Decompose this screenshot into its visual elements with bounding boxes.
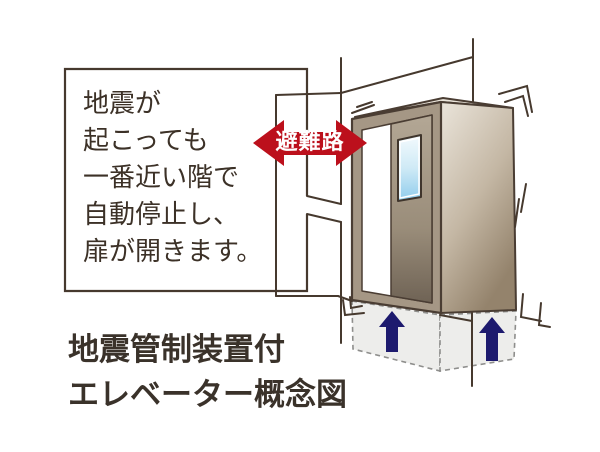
wall-break-lower — [306, 213, 342, 223]
shake-mark-top-left-inner — [356, 101, 373, 108]
shake-mark-bottom-right-inner — [537, 302, 551, 328]
shake-mark-top-right-inner — [504, 94, 529, 117]
shake-mark-right-inner — [514, 198, 520, 228]
ghost-side-face — [439, 310, 517, 372]
jamb-top-line — [275, 92, 342, 96]
up-arrow-icon-right — [479, 317, 505, 361]
elevator-car — [350, 97, 517, 315]
info-box-border — [63, 67, 309, 293]
shake-marks — [342, 84, 551, 328]
door-window — [397, 134, 422, 202]
door-window-inner-frame — [399, 137, 420, 199]
evacuation-route-label: 避難路 — [275, 130, 345, 155]
info-box-line: 地震が — [83, 89, 162, 119]
evacuation-route-arrow — [253, 120, 367, 166]
info-box-text: 地震が 起こっても 一番近い階で 自動停止し、 扉が開きます。 — [83, 86, 298, 271]
shake-mark-bottom-left-outer — [342, 299, 365, 317]
info-box-line: 扉が開きます。 — [83, 237, 263, 267]
wall-top-diagonal — [340, 56, 474, 94]
caption-line-1: 地震管制装置付 — [68, 332, 285, 368]
shake-mark-top-right-outer — [498, 84, 533, 113]
shake-mark-right-outer — [520, 183, 527, 213]
up-arrows — [379, 311, 505, 361]
floor-edge-right — [439, 314, 473, 322]
shake-mark-bottom-right-outer — [519, 293, 542, 322]
up-arrow-icon-left — [379, 311, 405, 352]
info-box-line: 起こっても — [83, 126, 209, 156]
shake-mark-top-left-outer — [351, 104, 375, 114]
shake-mark-bottom-left-inner — [349, 296, 363, 310]
caption-line-2: エレベーター概念図 — [68, 377, 347, 413]
diagram-caption: 地震管制装置付 エレベーター概念図 — [68, 328, 347, 418]
wall-break-upper — [306, 195, 342, 205]
car-side-face — [440, 101, 517, 314]
info-box-line: 自動停止し、 — [83, 200, 240, 230]
info-box-line: 一番近い階で — [83, 163, 240, 193]
